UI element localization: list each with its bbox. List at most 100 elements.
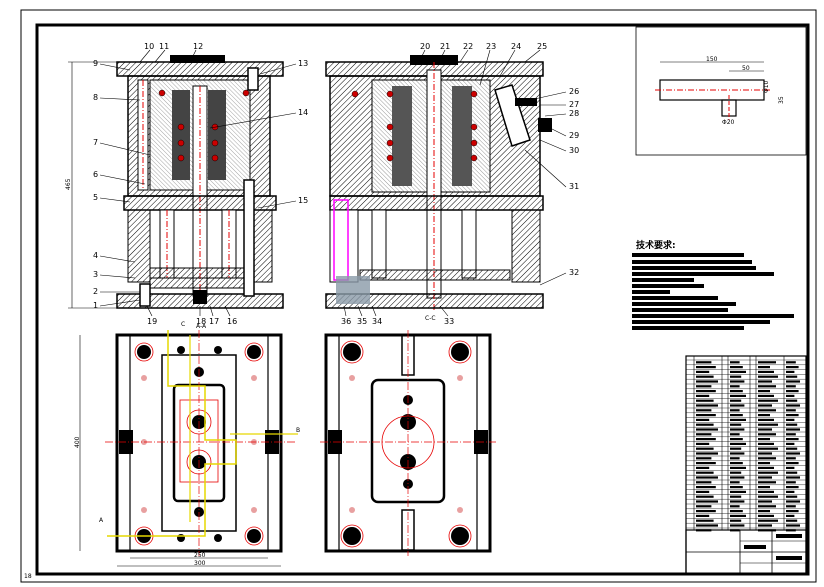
bom-cell [696, 519, 714, 522]
detail-dim-length: 150 [706, 56, 718, 63]
bom-cell [696, 486, 716, 489]
bom-cell [696, 481, 712, 484]
callout-12: 12 [193, 42, 203, 51]
bom-cell [730, 519, 742, 522]
bom-cell [730, 399, 742, 402]
bom-cell [730, 471, 742, 474]
front-section-view: 465 [65, 55, 284, 309]
bom-cell [786, 390, 799, 393]
callout-18: 18 [196, 317, 206, 326]
bom-cell [730, 466, 746, 469]
title-block [685, 355, 807, 575]
bom-cell [758, 418, 774, 421]
bom-cell [758, 375, 778, 378]
bom-cell [786, 500, 800, 503]
callout-13: 13 [298, 59, 308, 68]
bom-cell [758, 370, 774, 373]
callout-23: 23 [486, 42, 496, 51]
callout-17: 17 [209, 317, 219, 326]
bom-cell [730, 462, 743, 465]
bom-cell [696, 495, 714, 498]
inner-border [35, 23, 810, 576]
callout-28: 28 [569, 109, 579, 118]
bom-cell [786, 452, 800, 455]
callout-36: 36 [341, 317, 351, 326]
bom-cell [696, 423, 714, 426]
callout-4: 4 [93, 251, 98, 260]
bom-cell [730, 481, 740, 484]
bom-cell [758, 500, 772, 503]
bom-cell [758, 447, 778, 450]
bom-cell [730, 370, 746, 373]
bom-cell [786, 462, 799, 465]
callout-7: 7 [93, 138, 98, 147]
bom-cell [786, 399, 798, 402]
bom-cell [696, 394, 710, 397]
callout-8: 8 [93, 93, 98, 102]
bom-cell [786, 495, 798, 498]
callout-33: 33 [444, 317, 454, 326]
bom-cell [786, 481, 796, 484]
bom-cell [758, 385, 776, 388]
bom-cell [696, 524, 718, 527]
section-label-aa: A-A [196, 323, 207, 330]
bom-cell [786, 433, 796, 436]
plan-label-c: C [181, 321, 185, 328]
bom-cell [696, 409, 712, 412]
callout-1: 1 [93, 301, 98, 310]
side-section-view [325, 55, 552, 310]
detail-dim-offset: 50 [742, 65, 750, 72]
bom-cell [696, 366, 716, 369]
bom-cell [696, 476, 718, 479]
callout-3: 3 [93, 270, 98, 279]
bom-cell [758, 505, 776, 508]
bom-cell [730, 394, 746, 397]
bom-cell [696, 500, 718, 503]
bom-cell [758, 466, 774, 469]
bom-cell [730, 486, 743, 489]
bom-cell [730, 447, 742, 450]
bom-cell [758, 423, 778, 426]
callout-11: 11 [159, 42, 169, 51]
bom-cell [696, 433, 712, 436]
plan-view-fixed [320, 330, 496, 556]
bom-cell [786, 490, 795, 493]
bom-cell [730, 476, 745, 479]
bom-cell [786, 442, 795, 445]
bom-cell [786, 409, 796, 412]
svg-text:18: 18 [24, 573, 32, 580]
callout-16: 16 [227, 317, 237, 326]
bom-cell [730, 390, 743, 393]
bom-cell [758, 476, 772, 479]
bom-cell [786, 447, 798, 450]
bom-cell [696, 404, 718, 407]
bom-cell [730, 366, 743, 369]
bom-cell [730, 457, 740, 460]
bom-cell [696, 462, 716, 465]
bom-cell [758, 490, 774, 493]
callout-31: 31 [569, 182, 579, 191]
bom-cell [696, 428, 718, 431]
callout-25: 25 [537, 42, 547, 51]
bom-cell [730, 524, 745, 527]
bom-cell [786, 404, 800, 407]
bom-cell [758, 471, 778, 474]
dim-plan-height: 400 [74, 436, 81, 448]
dim-plan-width-inner: 250 [194, 552, 206, 559]
bom-cell [786, 375, 798, 378]
bom-cell [696, 370, 710, 373]
bom-cell [758, 399, 778, 402]
bom-cell [758, 495, 778, 498]
bom-cell [758, 462, 770, 465]
bom-cell [730, 428, 745, 431]
bom-cell [758, 524, 772, 527]
bom-cell [696, 418, 710, 421]
bom-cell [730, 385, 740, 388]
bom-cell [786, 505, 796, 508]
callout-15: 15 [298, 196, 308, 205]
bom-cell [696, 414, 716, 417]
bom-cell [730, 490, 746, 493]
bom-cell [786, 428, 800, 431]
callout-21: 21 [440, 42, 450, 51]
callout-19: 19 [147, 317, 157, 326]
